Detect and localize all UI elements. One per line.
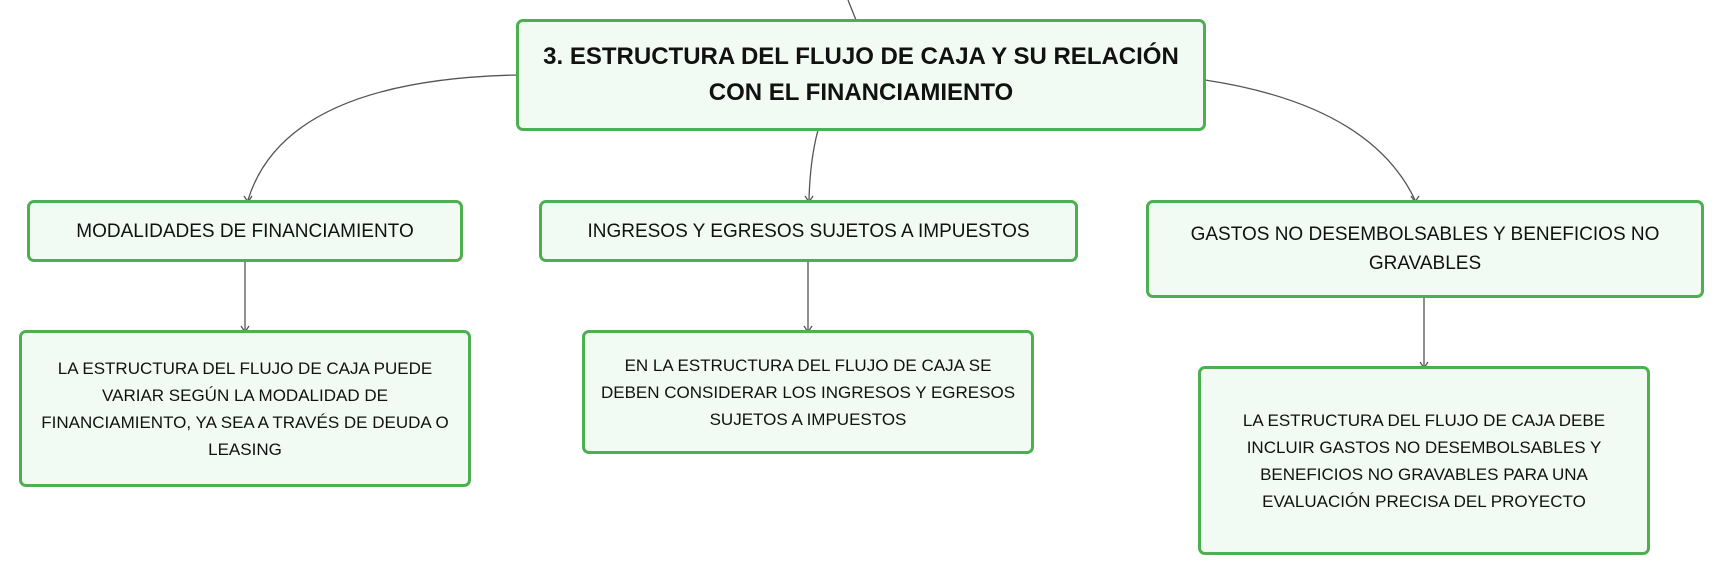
detail-node-non-cash-expenses[interactable]: LA ESTRUCTURA DEL FLUJO DE CAJA DEBE INC… <box>1198 366 1650 555</box>
connector-root-to-branch-2 <box>808 129 819 201</box>
connector-root-to-branch-3 <box>1204 79 1416 201</box>
branch-node-taxable-income-expenses[interactable]: INGRESOS Y EGRESOS SUJETOS A IMPUESTOS <box>539 200 1078 262</box>
connector-root-to-branch-1 <box>247 74 518 201</box>
root-node[interactable]: 3. ESTRUCTURA DEL FLUJO DE CAJA Y SU REL… <box>516 19 1206 131</box>
branch-node-label: GASTOS NO DESEMBOLSABLES Y BENEFICIOS NO… <box>1190 224 1660 274</box>
branch-node-financing-modalities[interactable]: MODALIDADES DE FINANCIAMIENTO <box>27 200 463 262</box>
detail-node-taxable-income-expenses[interactable]: EN LA ESTRUCTURA DEL FLUJO DE CAJA SE DE… <box>582 330 1034 454</box>
branch-node-label: MODALIDADES DE FINANCIAMIENTO <box>76 220 414 242</box>
detail-node-text: LA ESTRUCTURA DEL FLUJO DE CAJA DEBE INC… <box>1242 410 1606 511</box>
branch-node-non-cash-expenses[interactable]: GASTOS NO DESEMBOLSABLES Y BENEFICIOS NO… <box>1146 200 1704 298</box>
branch-node-label: INGRESOS Y EGRESOS SUJETOS A IMPUESTOS <box>587 220 1030 242</box>
detail-node-text: EN LA ESTRUCTURA DEL FLUJO DE CAJA SE DE… <box>600 355 1016 429</box>
root-node-label: 3. ESTRUCTURA DEL FLUJO DE CAJA Y SU REL… <box>543 43 1179 106</box>
detail-node-financing-modalities[interactable]: LA ESTRUCTURA DEL FLUJO DE CAJA PUEDE VA… <box>19 330 471 487</box>
connector-from-parent <box>847 0 857 21</box>
detail-node-text: LA ESTRUCTURA DEL FLUJO DE CAJA PUEDE VA… <box>41 358 449 459</box>
